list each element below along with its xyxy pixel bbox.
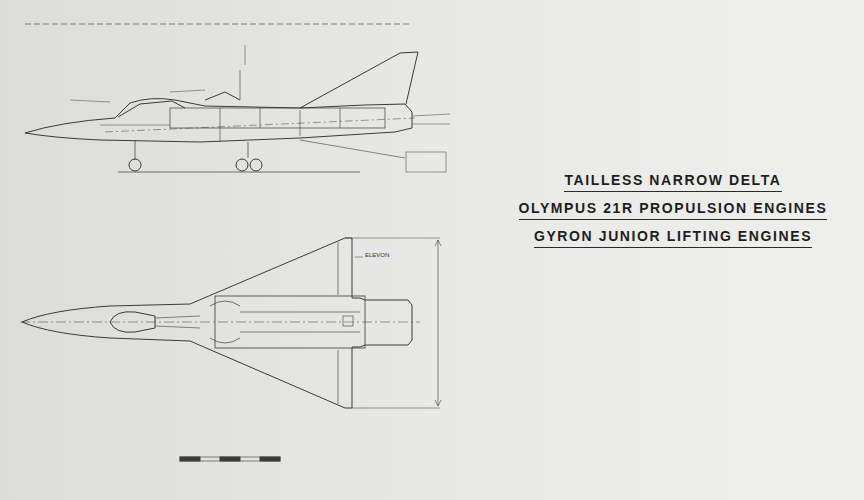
- engine-title: OLYMPUS 21R PROPULSION ENGINES: [519, 200, 828, 220]
- engine-title: GYRON JUNIOR LIFTING ENGINES: [534, 228, 812, 248]
- part-label: ELEVON: [365, 252, 389, 258]
- drawing-title: TAILLESS NARROW DELTA: [564, 172, 781, 192]
